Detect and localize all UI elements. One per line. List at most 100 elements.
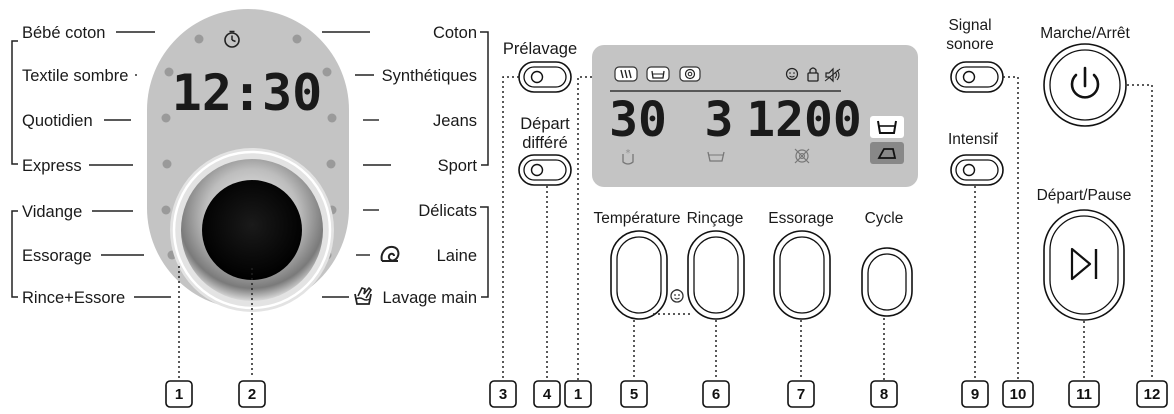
right-brackets [480,31,489,298]
callout-box: 10 [1002,380,1034,408]
child-lock-icon [670,289,684,303]
program-dot [326,159,336,169]
callout-box: 11 [1068,380,1100,408]
svg-text:2: 2 [248,386,256,403]
program-label-coton: Coton [433,24,477,42]
prewash-button[interactable] [518,61,572,93]
rinse-label: Rinçage [687,210,744,227]
cycle-label: Cycle [865,210,904,227]
svg-text:*: * [626,148,631,159]
callout-box: 4 [533,380,561,408]
delay-start-label-line1: Départ [520,115,570,133]
cycle-iron-indicator [870,142,904,164]
lock-icon [807,67,819,82]
program-label-textile-sombre: Textile sombre [22,67,128,85]
right-leader-lines [322,31,391,298]
program-dot [164,67,174,77]
program-label-jeans: Jeans [433,112,477,130]
power-label: Marche/Arrêt [1040,25,1130,42]
program-dot [161,113,171,123]
program-dot [292,34,302,44]
program-label-bebe-coton: Bébé coton [22,24,105,42]
program-dot [322,67,332,77]
callout-box: 8 [870,380,898,408]
intensive-label: Intensif [948,131,999,148]
program-label-delicats: Délicats [418,202,477,220]
cycle-wash-indicator [870,116,904,138]
callout-leader-lines [502,76,1153,380]
svg-text:12: 12 [1144,386,1161,403]
svg-text:11: 11 [1076,386,1092,403]
rinse-display: 3 [705,92,734,148]
child-lock-indicator-icon [785,67,799,81]
svg-text:9: 9 [971,386,979,403]
program-dot [327,113,337,123]
svg-text:3: 3 [499,386,507,403]
callout-box: 2 [238,380,266,408]
program-dot [161,205,171,215]
start-pause-button[interactable] [1043,209,1125,321]
program-dot [162,159,172,169]
signal-button[interactable] [950,61,1004,93]
spin-button[interactable] [773,230,831,320]
left-program-labels: Bébé coton Textile sombre Quotidien Expr… [22,24,128,307]
clock-time-display: 12:30 [172,64,323,122]
svg-text:1: 1 [574,386,582,403]
knob-center [202,180,302,280]
callout-boxes: 1 2 3 4 1 5 6 7 8 9 10 11 12 [165,380,1168,408]
start-pause-label: Départ/Pause [1037,187,1132,204]
cycle-button[interactable] [861,247,913,317]
callout-box: 9 [961,380,989,408]
signal-label-line1: Signal [948,17,991,34]
program-label-laine: Laine [437,247,477,265]
clock-icon [224,30,240,48]
wash-tub-icon [646,66,670,82]
program-label-express: Express [22,157,82,175]
callout-box: 5 [620,380,648,408]
hand-wash-icon [354,286,373,305]
program-label-lavage-main: Lavage main [383,289,477,307]
spin-label: Essorage [768,210,833,227]
play-pause-icon [1070,247,1098,281]
svg-text:8: 8 [880,386,888,403]
rinse-indicator-icon [707,151,725,162]
left-leader-lines [89,31,171,298]
callout-box: 7 [787,380,815,408]
svg-text:5: 5 [630,386,638,403]
temperature-display: 30 [609,92,667,148]
temperature-indicator-icon: * [622,148,634,165]
delay-start-label-line2: différé [522,134,568,152]
prewash-label: Prélavage [503,40,577,58]
lcd-display [592,45,918,187]
svg-text:10: 10 [1010,386,1027,403]
program-label-sport: Sport [438,157,478,175]
intensive-button[interactable] [950,154,1004,186]
delay-start-button[interactable] [518,154,572,186]
signal-label-line2: sonore [946,36,993,53]
svg-text:6: 6 [712,386,720,403]
callout-box: 6 [702,380,730,408]
power-icon [1070,66,1100,99]
temperature-button[interactable] [610,230,668,320]
temperature-label: Température [593,210,680,227]
sound-off-icon [824,67,841,83]
callout-box: 1 [564,380,592,408]
program-label-synthetiques: Synthétiques [382,67,477,85]
rinse-button[interactable] [687,230,745,320]
callout-box: 3 [489,380,517,408]
program-dot [194,34,204,44]
program-label-quotidien: Quotidien [22,112,93,130]
program-label-rince-essore: Rince+Essore [22,289,125,307]
callout-box: 12 [1136,380,1168,408]
left-brackets [11,40,18,298]
spin-icon [679,66,701,82]
wool-icon [380,245,400,262]
prewash-tub-icon [614,66,638,82]
svg-text:1: 1 [175,386,183,403]
svg-text:7: 7 [797,386,805,403]
callout-box: 1 [165,380,193,408]
program-label-essorage: Essorage [22,247,92,265]
spin-display: 1200 [746,92,862,148]
